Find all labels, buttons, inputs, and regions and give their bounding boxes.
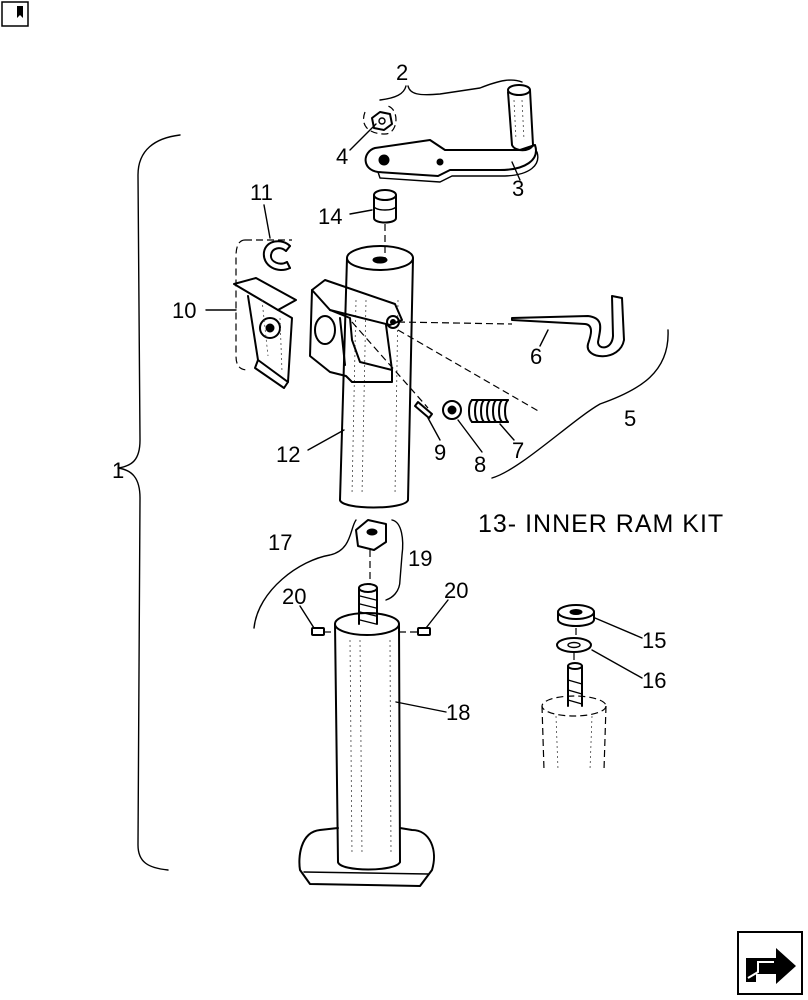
callout-18: 18 [446, 700, 470, 725]
callout-17: 17 [268, 530, 292, 555]
spring-assembly-parts [351, 321, 541, 423]
side-bracket-part [233, 239, 297, 389]
callout-3: 3 [512, 176, 524, 201]
callout-5: 5 [624, 406, 636, 431]
callout-20-left: 20 [282, 584, 306, 609]
callout-9: 9 [434, 440, 446, 465]
callout-11: 11 [250, 180, 273, 205]
callout-15: 15 [642, 628, 666, 653]
callout-19: 19 [408, 546, 432, 571]
callout-4: 4 [336, 144, 348, 169]
bushing-part [373, 189, 397, 258]
inner-ram-kit-detail [541, 604, 607, 771]
assembly-brace [117, 134, 181, 871]
lock-pin-part [397, 295, 625, 358]
crank-handle-part [363, 84, 539, 183]
callout-6: 6 [530, 344, 542, 369]
next-page-arrow-icon[interactable] [737, 931, 803, 995]
retaining-ring-part [262, 240, 291, 271]
callout-20-right: 20 [444, 578, 468, 603]
bookmark-icon[interactable] [1, 1, 29, 27]
callout-8: 8 [474, 452, 486, 477]
callout-2: 2 [396, 60, 408, 85]
callout-10: 10 [172, 298, 196, 323]
callout-7: 7 [512, 438, 524, 463]
callout-12: 12 [276, 442, 300, 467]
outer-tube-part [309, 245, 414, 509]
inner-ram-kit-label: 13- INNER RAM KIT [478, 510, 724, 538]
callout-16: 16 [642, 668, 666, 693]
callout-14: 14 [318, 204, 342, 229]
callout-1: 1 [112, 458, 124, 483]
inner-ram-nut-part [355, 519, 387, 585]
inner-ram-part [298, 583, 435, 887]
